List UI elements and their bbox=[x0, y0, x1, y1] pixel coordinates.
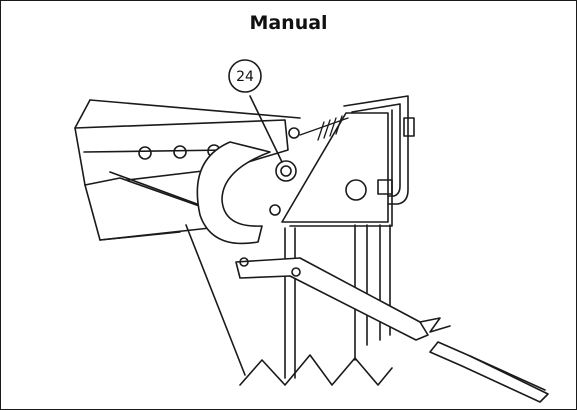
figure-title: Manual bbox=[249, 12, 328, 34]
pin-24 bbox=[275, 160, 297, 182]
upper-rail bbox=[74, 99, 301, 186]
lower-rail bbox=[84, 171, 211, 241]
callout-24 bbox=[228, 59, 283, 163]
release-arm bbox=[196, 141, 271, 245]
spring bbox=[299, 115, 349, 141]
break-line bbox=[239, 354, 393, 386]
bracket-plate bbox=[269, 109, 393, 227]
callout-number: 24 bbox=[236, 69, 254, 85]
hook-bracket bbox=[343, 95, 415, 205]
lever-bar bbox=[235, 257, 549, 403]
